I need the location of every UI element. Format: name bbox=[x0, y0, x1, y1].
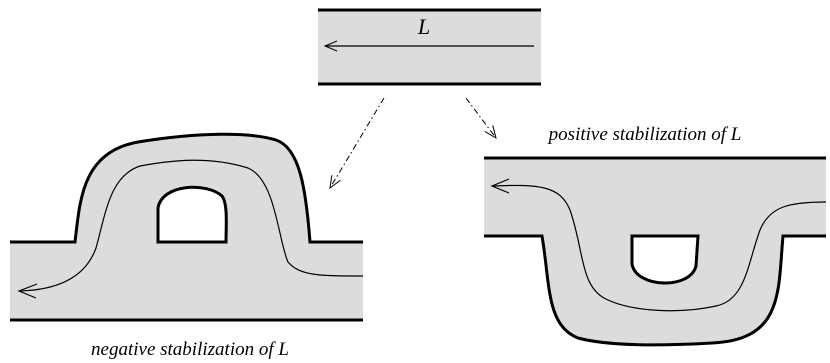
positive-strand-arrowhead bbox=[490, 178, 510, 194]
arrow-to-negative bbox=[330, 97, 385, 188]
positive-caption: positive stabilization of L bbox=[547, 124, 742, 145]
negative-band-upper-edge bbox=[10, 132, 363, 244]
negative-stabilization: negative stabilization of L bbox=[10, 132, 364, 360]
positive-hole bbox=[630, 234, 700, 285]
negative-caption: negative stabilization of L bbox=[91, 339, 289, 360]
negative-knot-strand bbox=[18, 159, 364, 292]
top-band: L bbox=[318, 8, 541, 86]
positive-knot-strand bbox=[491, 184, 827, 312]
arrow-to-positive bbox=[465, 97, 496, 138]
knot-label: L bbox=[417, 14, 430, 39]
top-band-fill bbox=[318, 10, 541, 84]
negative-hole bbox=[156, 185, 228, 244]
positive-stabilization: positive stabilization of L bbox=[484, 124, 827, 347]
positive-band-lower-edge bbox=[484, 234, 826, 347]
negative-strand-arrowhead bbox=[17, 283, 38, 299]
